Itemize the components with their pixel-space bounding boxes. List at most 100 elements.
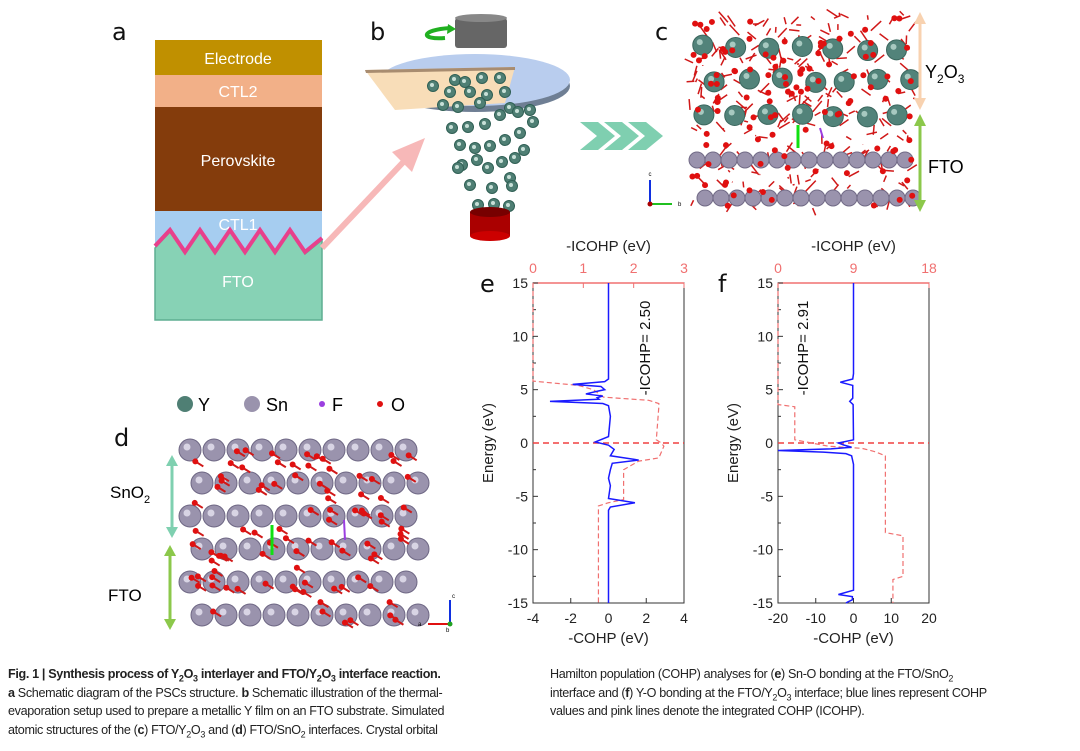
o-atom <box>759 189 766 196</box>
o-atom <box>292 472 299 479</box>
o-atom <box>862 26 869 33</box>
o-atom <box>233 448 240 455</box>
region-label-fto-c: FTO <box>928 157 964 177</box>
o-atom <box>316 480 323 487</box>
caption-run: ) FTO/SnO <box>242 722 301 737</box>
o-atom <box>214 483 221 490</box>
x2-tick-label: 2 <box>630 260 638 276</box>
caption-line: evaporation setup used to prepare a meta… <box>8 702 548 721</box>
o-atom <box>218 477 225 484</box>
sn-atom <box>840 189 858 207</box>
o-atom <box>217 552 224 559</box>
o-atom <box>188 574 195 581</box>
o-atom <box>747 18 754 25</box>
o-atom <box>276 525 283 532</box>
sn-atom <box>370 438 394 462</box>
f-atom <box>819 127 824 139</box>
caption-line: atomic structures of the (c) FTO/Y2O3 an… <box>8 721 548 740</box>
caption-run: O <box>190 722 201 737</box>
o-atom <box>347 617 354 624</box>
o-atom <box>766 98 773 105</box>
icohp-annotation: -ICOHP= 2.91 <box>795 301 812 396</box>
x2-axis-title: -ICOHP (eV) <box>811 238 896 255</box>
sn-atom <box>190 471 214 495</box>
caption-run: 3 <box>200 729 206 740</box>
o-atom <box>909 192 916 199</box>
o-atom <box>729 47 736 54</box>
caption-run: 3 <box>786 692 792 703</box>
rotation-arrow-icon <box>424 26 451 41</box>
sn-atom <box>406 471 430 495</box>
sn-atom <box>298 504 322 528</box>
sn-atom <box>226 504 250 528</box>
legend-label-sn: Sn <box>266 395 288 415</box>
caption-run: 2 <box>316 673 322 684</box>
o-atom <box>793 84 800 91</box>
sn-atom <box>406 537 430 561</box>
interface-wave <box>153 226 324 256</box>
x2-tick-label: 18 <box>921 260 937 276</box>
sn-atom <box>720 151 738 169</box>
sn-atom <box>816 151 834 169</box>
x2-tick-label: 1 <box>579 260 587 276</box>
o-atom <box>847 30 854 37</box>
o-atom <box>890 148 897 155</box>
o-atom <box>722 142 729 149</box>
o-atom <box>862 53 869 60</box>
sn-atom <box>382 537 406 561</box>
o-atom <box>765 72 772 79</box>
o-atom <box>331 585 338 592</box>
o-atom <box>802 126 809 133</box>
x-tick-label: -20 <box>768 610 788 626</box>
caption-run: O <box>321 667 331 681</box>
caption-run: interface; blue lines represent COHP <box>791 685 987 700</box>
o-atom <box>305 462 312 469</box>
svg-text:c: c <box>452 594 455 600</box>
o-atom <box>891 15 898 22</box>
o-atom <box>730 192 737 199</box>
y-tick-label: -10 <box>753 542 773 558</box>
sn-atom <box>808 189 826 207</box>
o-atom <box>904 44 911 51</box>
x-tick-label: 20 <box>921 610 937 626</box>
sn-atom <box>800 151 818 169</box>
structure-fto-sno2 <box>178 438 430 629</box>
o-atom <box>690 51 697 58</box>
o-atom <box>896 196 903 203</box>
cohp-line <box>549 283 639 603</box>
o-atom <box>255 486 262 493</box>
o-atom <box>271 480 278 487</box>
caption-run: O <box>183 667 194 681</box>
o-atom <box>398 525 405 532</box>
o-atom <box>692 20 699 27</box>
o-atom <box>817 39 824 46</box>
o-atom <box>324 487 331 494</box>
o-atom <box>274 459 281 466</box>
sn-atom <box>776 189 794 207</box>
sn-atom <box>880 151 898 169</box>
legend-sn-icon <box>244 396 260 412</box>
legend-label-y: Y <box>198 395 210 415</box>
x2-tick-label: 0 <box>774 260 782 276</box>
y-tick-label: 10 <box>757 328 773 344</box>
x-tick-label: 0 <box>605 610 613 626</box>
legend-o-icon <box>377 401 383 407</box>
sn-atom <box>178 438 202 462</box>
panel-label-c: c <box>655 18 669 46</box>
o-atom <box>259 550 266 557</box>
o-atom <box>823 140 830 147</box>
o-atom <box>743 94 750 101</box>
structure-fto-y2o3 <box>684 8 924 216</box>
caption-run: ) FTO/Y <box>144 722 187 737</box>
svg-text:b: b <box>446 628 450 634</box>
y-atom <box>758 37 780 59</box>
caption-run: c <box>137 722 145 737</box>
region-label-y2o3: Y2O3 <box>925 62 965 86</box>
caption-run: 2 <box>948 673 954 684</box>
caption-line: values and pink lines denote the integra… <box>550 702 1080 721</box>
svg-text:b: b <box>678 202 682 208</box>
caption-run: 3 <box>330 673 336 684</box>
o-atom <box>405 452 412 459</box>
caption-line: Fig. 1 | Synthesis process of Y2O3 inter… <box>8 665 548 684</box>
o-atom <box>708 18 715 25</box>
